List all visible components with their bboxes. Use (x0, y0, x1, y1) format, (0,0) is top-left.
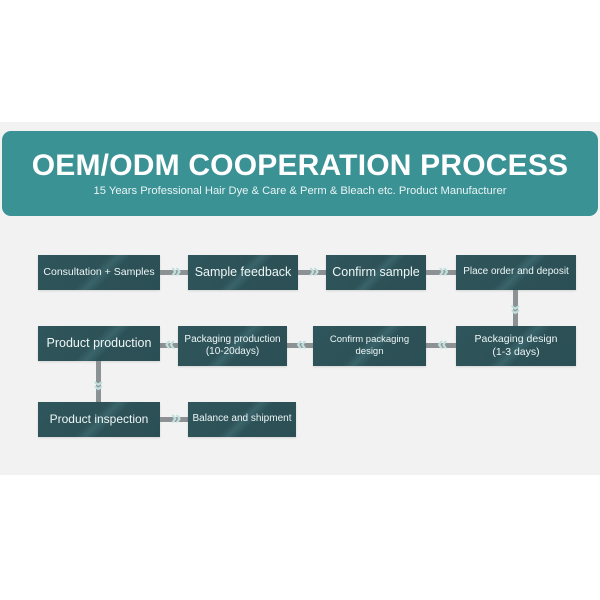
page-subtitle: 15 Years Professional Hair Dye & Care & … (93, 185, 507, 198)
connector-bar-1-2 (160, 270, 188, 275)
chevron-left-icon-5-6: « (437, 333, 448, 355)
flow-step-label: Balance and shipment (192, 413, 292, 425)
flow-step-label-line1: Packaging design (474, 332, 558, 345)
flow-step-label: Product production (46, 335, 152, 350)
flow-step-confirm-sample[interactable]: Confirm sample (326, 255, 426, 290)
flow-step-place-order-deposit[interactable]: Place order and deposit (456, 255, 576, 290)
flow-step-label-line2: (10-20days) (205, 346, 260, 357)
connector-bar-4-5 (513, 290, 518, 326)
flow-step-label-line2: (1-3 days) (492, 346, 540, 358)
connector-bar-9-10 (160, 417, 188, 422)
connector-bar-8-9 (96, 361, 101, 403)
flow-step-packaging-design[interactable]: Packaging design (1-3 days) (456, 326, 576, 366)
flow-step-label: Confirm sample (332, 264, 420, 279)
flow-step-label: Confirm packaging design (329, 334, 410, 357)
flow-step-balance-shipment[interactable]: Balance and shipment (188, 402, 296, 437)
flow-step-product-production[interactable]: Product production (38, 326, 160, 361)
flow-step-label: Place order and deposit (463, 266, 569, 278)
flow-step-label: Product inspection (49, 412, 149, 426)
header-banner: OEM/ODM COOPERATION PROCESS 15 Years Pro… (2, 131, 598, 216)
connector-bar-7-8 (160, 343, 178, 348)
flow-step-label-line1: Packaging production (184, 333, 281, 345)
connector-bar-5-6 (426, 343, 456, 348)
connector-bar-2-3 (298, 270, 326, 275)
chevron-right-icon-9-10: » (170, 407, 182, 429)
flow-step-packaging-production[interactable]: Packaging production (10-20days) (178, 326, 287, 366)
flow-step-sample-feedback[interactable]: Sample feedback (188, 255, 298, 290)
chevron-right-icon-3-4: » (438, 260, 449, 282)
flow-step-confirm-packaging-design[interactable]: Confirm packaging design (313, 326, 426, 366)
chevron-down-icon-4-5: » (504, 303, 526, 311)
page-title: OEM/ODM COOPERATION PROCESS (31, 148, 569, 182)
flow-step-product-inspection[interactable]: Product inspection (38, 402, 160, 437)
chevron-right-icon-1-2: » (170, 260, 182, 282)
flow-step-label: Consultation + Samples (43, 265, 155, 278)
chevron-down-icon-8-9: » (87, 379, 109, 387)
flow-step-consultation-samples[interactable]: Consultation + Samples (38, 255, 160, 290)
chevron-right-icon-2-3: » (308, 260, 320, 282)
chevron-left-icon-6-7: « (296, 333, 307, 355)
connector-bar-6-7 (287, 343, 313, 348)
connector-bar-3-4 (426, 270, 456, 275)
flow-step-label: Sample feedback (194, 264, 292, 279)
chevron-left-icon-7-8: « (164, 333, 176, 355)
